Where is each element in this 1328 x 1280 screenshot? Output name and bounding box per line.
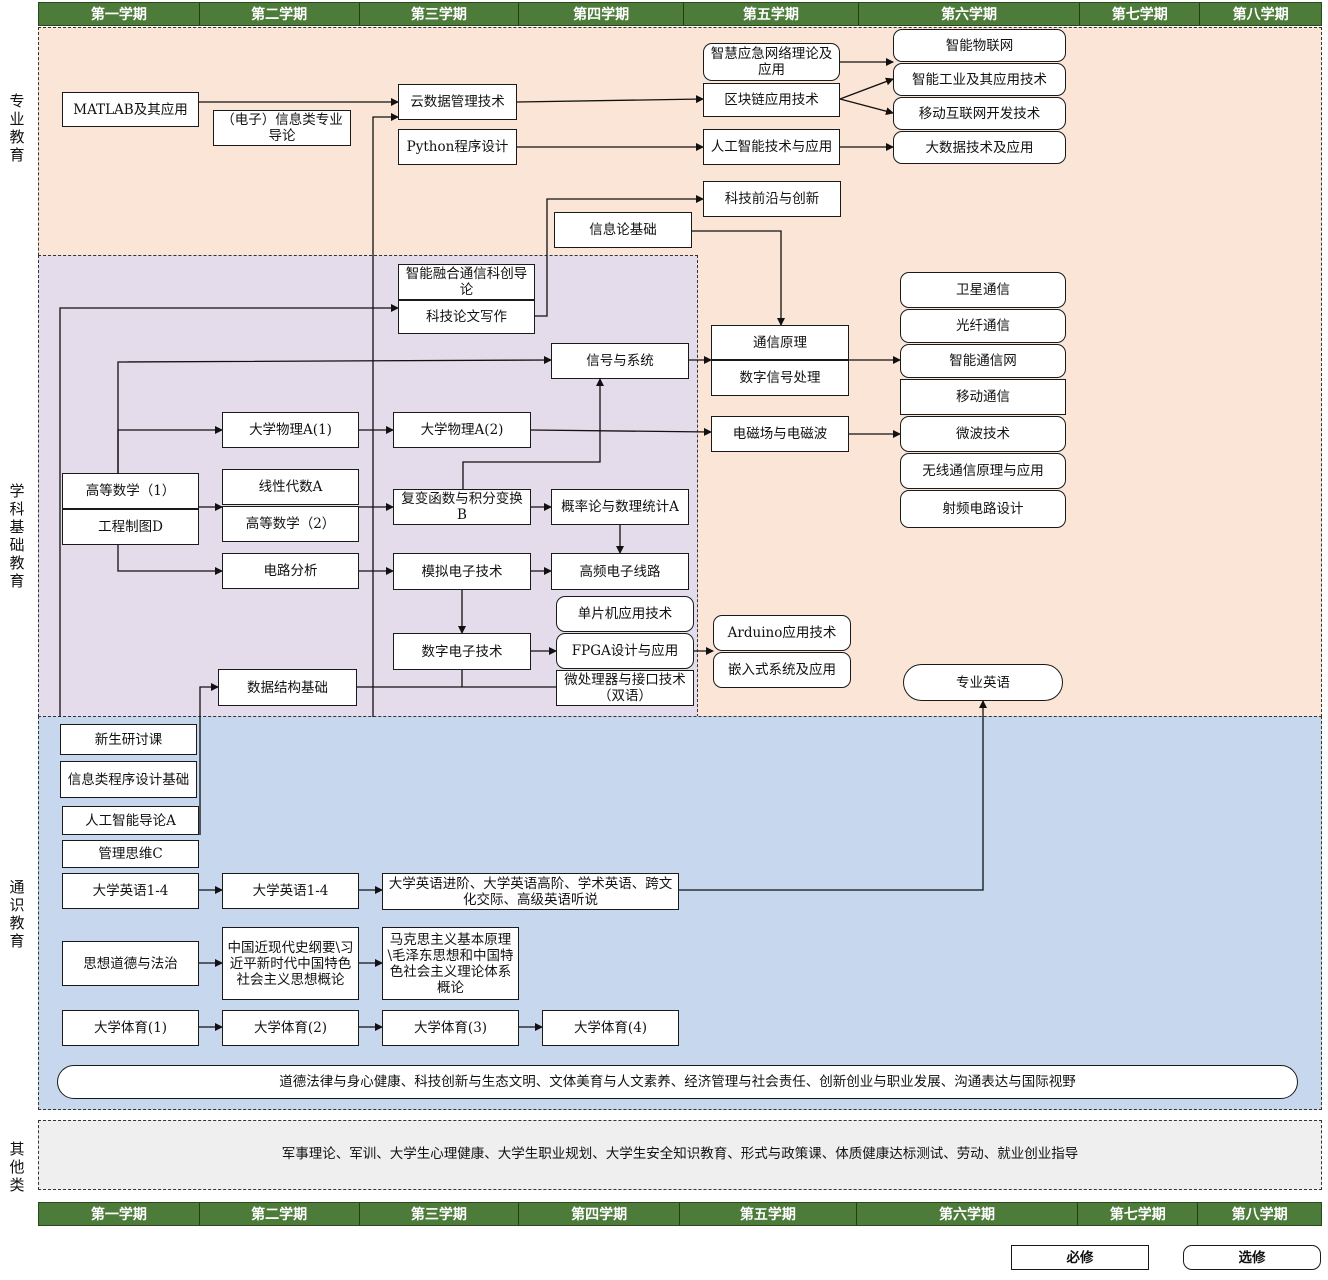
course-mgmt-thinking: 管理思维C	[62, 840, 199, 868]
course-complex: 复变函数与积分变换B	[393, 489, 531, 525]
semester-header-cell: 第一学期	[39, 3, 200, 25]
semester-header-cell: 第六学期	[859, 3, 1081, 25]
course-ai-intro: 人工智能导论A	[62, 806, 199, 835]
course-english-2: 大学英语1-4	[222, 873, 359, 909]
course-freshman-seminar: 新生研讨课	[60, 724, 197, 755]
semester-header-cell: 第四学期	[519, 3, 684, 25]
course-python: Python程序设计	[398, 129, 517, 165]
semester-header-cell: 第三学期	[360, 1203, 520, 1225]
course-pe3: 大学体育(3)	[382, 1010, 519, 1046]
semester-header-cell: 第四学期	[519, 1203, 680, 1225]
course-microwave: 微波技术	[900, 416, 1066, 452]
course-prof-english: 专业英语	[903, 664, 1063, 701]
course-mobile-internet: 移动互联网开发技术	[893, 97, 1066, 130]
course-smart-industry: 智能工业及其应用技术	[893, 63, 1066, 96]
semester-header-cell: 第八学期	[1232, 7, 1289, 23]
course-rf-circuit: 射频电路设计	[900, 490, 1066, 528]
course-hf-circuit: 高频电子线路	[551, 553, 689, 590]
course-wireless: 无线通信原理与应用	[900, 453, 1066, 489]
semester-header-cell: 第五学期	[680, 1203, 857, 1225]
semester-header-cell: 第二学期	[200, 3, 360, 25]
section-label-discipline: 学科基础教育	[9, 482, 25, 590]
semester-header-bottom: 第一学期 第二学期 第三学期 第四学期 第五学期 第六学期 第七学期 第八学期	[38, 1202, 1322, 1226]
course-frontier: 科技前沿与创新	[703, 181, 841, 217]
course-paper-writing: 科技论文写作	[398, 300, 535, 334]
section-label-other: 其他类	[9, 1140, 25, 1194]
course-pe2: 大学体育(2)	[222, 1010, 359, 1046]
course-microprocessor: 微处理器与接口技术（双语）	[556, 670, 694, 706]
course-big-data: 大数据技术及应用	[893, 131, 1066, 164]
section-label-general: 通识教育	[9, 878, 25, 950]
course-linear-algebra: 线性代数A	[222, 469, 359, 505]
course-smart-emergency: 智慧应急网络理论及应用	[703, 43, 840, 81]
semester-header-cell: 第八学期	[1231, 1207, 1288, 1223]
semester-header-cell: 第七学期	[1078, 1203, 1199, 1225]
course-ai-tech: 人工智能技术与应用	[703, 129, 840, 165]
course-history: 中国近现代史纲要\习近平新时代中国特色社会主义思想概论	[222, 927, 359, 1000]
course-mcu: 单片机应用技术	[556, 596, 694, 632]
course-data-structure: 数据结构基础	[218, 669, 357, 706]
legend-required: 必修	[1011, 1245, 1149, 1270]
course-digital: 数字电子技术	[393, 633, 531, 670]
course-physics2: 大学物理A(2)	[393, 412, 531, 448]
course-english-1: 大学英语1-4	[62, 873, 199, 909]
course-cloud-data: 云数据管理技术	[398, 84, 517, 120]
course-matlab: MATLAB及其应用	[62, 92, 199, 127]
course-intro-info: （电子）信息类专业导论	[213, 110, 351, 146]
course-fiber: 光纤通信	[900, 309, 1066, 343]
other-courses-text: 军事理论、军训、大学生心理健康、大学生职业规划、大学生安全知识教育、形式与政策课…	[281, 1146, 1079, 1162]
course-blockchain: 区块链应用技术	[703, 83, 840, 117]
course-dsp: 数字信号处理	[711, 360, 849, 396]
course-morality: 思想道德与法治	[62, 941, 199, 986]
course-em-field: 电磁场与电磁波	[711, 416, 849, 452]
semester-header-cell: 第一学期	[39, 1203, 200, 1225]
course-marxism: 马克思主义基本原理\毛泽东思想和中国特色社会主义理论体系概论	[382, 927, 519, 1000]
course-programming-basics: 信息类程序设计基础	[60, 761, 197, 798]
course-smart-fusion: 智能融合通信科创导论	[398, 264, 535, 300]
course-math2: 高等数学（2）	[222, 506, 359, 542]
course-iot: 智能物联网	[893, 29, 1066, 62]
semester-header-cell: 第七学期	[1080, 3, 1201, 25]
course-comm-principle: 通信原理	[711, 325, 849, 360]
course-signals: 信号与系统	[551, 343, 689, 379]
legend-elective: 选修	[1183, 1245, 1321, 1270]
course-embedded: 嵌入式系统及应用	[713, 652, 851, 688]
semester-header-cell: 第五学期	[684, 3, 859, 25]
course-mobile-comm: 移动通信	[900, 379, 1066, 415]
other-zone	[38, 1120, 1322, 1190]
course-satellite: 卫星通信	[900, 272, 1066, 308]
section-label-professional: 专业教育	[9, 92, 25, 164]
course-general-electives: 道德法律与身心健康、科技创新与生态文明、文体美育与人文素养、经济管理与社会责任、…	[57, 1065, 1298, 1099]
course-smart-network: 智能通信网	[900, 344, 1066, 378]
course-drawing: 工程制图D	[62, 509, 199, 545]
course-physics1: 大学物理A(1)	[222, 412, 359, 448]
course-circuit: 电路分析	[222, 553, 359, 589]
course-arduino: Arduino应用技术	[713, 615, 851, 651]
semester-header-top: 第一学期 第二学期 第三学期 第四学期 第五学期 第六学期 第七学期 第八学期	[38, 2, 1322, 26]
course-english-advanced: 大学英语进阶、大学英语高阶、学术英语、跨文化交际、高级英语听说	[382, 873, 679, 910]
course-info-theory: 信息论基础	[554, 212, 692, 248]
semester-header-cell: 第六学期	[857, 1203, 1079, 1225]
course-fpga: FPGA设计与应用	[556, 633, 694, 669]
course-probability: 概率论与数理统计A	[551, 489, 689, 525]
course-math1: 高等数学（1）	[62, 473, 199, 509]
course-pe1: 大学体育(1)	[62, 1010, 199, 1046]
semester-header-cell: 第三学期	[360, 3, 520, 25]
course-pe4: 大学体育(4)	[542, 1010, 679, 1046]
semester-header-cell: 第二学期	[200, 1203, 360, 1225]
course-analog: 模拟电子技术	[393, 553, 531, 590]
